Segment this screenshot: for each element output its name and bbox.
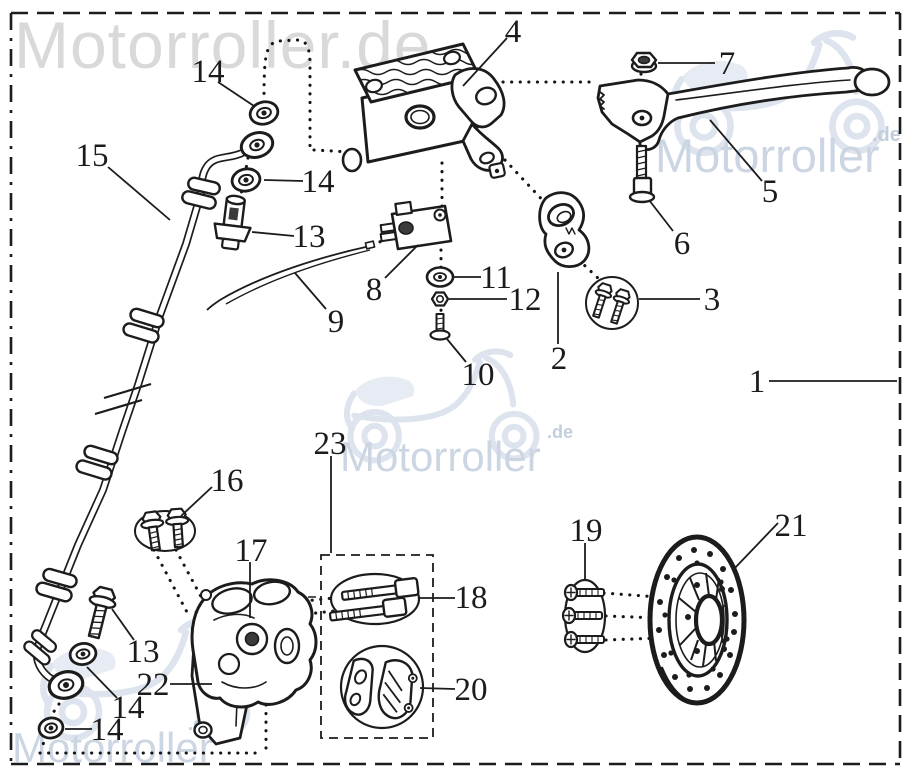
- callout-14-c: 14: [112, 690, 145, 726]
- brake-disc: [647, 534, 747, 706]
- callout-17: 17: [235, 533, 268, 569]
- sight-glass: [404, 104, 436, 130]
- brake-hose: [23, 131, 275, 700]
- disc-screw: [563, 630, 605, 649]
- disc-screw: [561, 606, 603, 625]
- switch-washer: [425, 266, 455, 288]
- callout-13-a: 13: [293, 219, 326, 255]
- callout-2: 2: [551, 341, 568, 377]
- hose-collar-5: [23, 629, 57, 666]
- callout-6: 6: [674, 226, 691, 262]
- hose-collar-1: [181, 176, 221, 210]
- callout-20: 20: [455, 672, 488, 708]
- handlebar-clamp: [538, 191, 591, 269]
- hose-collar-3: [75, 444, 119, 481]
- banjo-washer-bottom-b: [37, 716, 65, 740]
- watermark-suffix-center: .de: [547, 422, 573, 442]
- leader-lines: [65, 37, 897, 730]
- watermark-brand-center: Motorroller: [340, 433, 541, 480]
- disc-screws: [561, 578, 607, 654]
- banjo-bolt-top: [213, 194, 252, 251]
- callout-23: 23: [314, 426, 347, 462]
- callout-22: 22: [137, 667, 170, 703]
- caliper-pin-bolts: [328, 572, 421, 626]
- callout-10: 10: [462, 357, 495, 393]
- brake-pad-right: [377, 659, 418, 720]
- switch-screw: [429, 313, 451, 341]
- banjo-washer-bottom-a: [68, 641, 98, 667]
- lever-nut: [630, 51, 658, 74]
- callout-18: 18: [455, 580, 488, 616]
- banjo-bolt-bottom: [87, 585, 117, 640]
- lever-pivot-block: [596, 78, 670, 144]
- callout-9: 9: [328, 304, 345, 340]
- callout-13-b: 13: [127, 634, 160, 670]
- callout-8: 8: [366, 272, 383, 308]
- callout-14-d: 14: [91, 712, 124, 748]
- clamp-bolts: [585, 276, 639, 330]
- switch-cable: [206, 240, 376, 311]
- callout-5: 5: [762, 174, 779, 210]
- callout-12: 12: [509, 282, 542, 318]
- banjo-washer-top-b: [230, 167, 262, 193]
- watermark-suffix-right: .de: [872, 124, 901, 146]
- callout-21: 21: [775, 508, 808, 544]
- callout-14-b: 14: [302, 164, 335, 200]
- callout-4: 4: [505, 14, 522, 50]
- callout-19: 19: [570, 513, 603, 549]
- brake-caliper: [190, 578, 318, 709]
- callout-7: 7: [719, 46, 736, 82]
- callout-1: 1: [749, 364, 766, 400]
- frame-border: [9, 11, 902, 766]
- hub-bolt-holes: [685, 582, 727, 654]
- disc-screw: [563, 583, 605, 602]
- hose-top-eye: [239, 131, 275, 159]
- callout-3: 3: [704, 282, 721, 318]
- lever-ball-end: [853, 67, 891, 97]
- brake-light-switch: [379, 200, 453, 251]
- callout-11: 11: [480, 260, 512, 296]
- watermark-brand-right: Motorroller: [655, 129, 880, 182]
- switch-nut: [430, 291, 450, 307]
- banjo-washer-top-a: [248, 100, 280, 126]
- callout-16: 16: [211, 463, 244, 499]
- callout-15: 15: [76, 138, 109, 174]
- hose-break-mark: [94, 382, 152, 416]
- callout-14-a: 14: [192, 54, 225, 90]
- hose-collar-4: [35, 567, 78, 603]
- master-cylinder: [341, 42, 506, 179]
- master-cylinder-bracket: [450, 67, 506, 179]
- brake-pad-left: [343, 657, 374, 716]
- callout-labels: 4 7 5 6 2 3 1 8 9 10 11 12 14 14 13 15 1…: [76, 14, 808, 748]
- bracket-bolts: [134, 507, 196, 552]
- brake-lever: [596, 65, 891, 151]
- lever-pivot-bolt: [628, 144, 656, 204]
- hose-bottom-eye: [47, 670, 85, 700]
- hose-collar-2: [122, 307, 165, 344]
- brake-pads: [339, 644, 425, 730]
- disc-drill-holes: [656, 547, 738, 692]
